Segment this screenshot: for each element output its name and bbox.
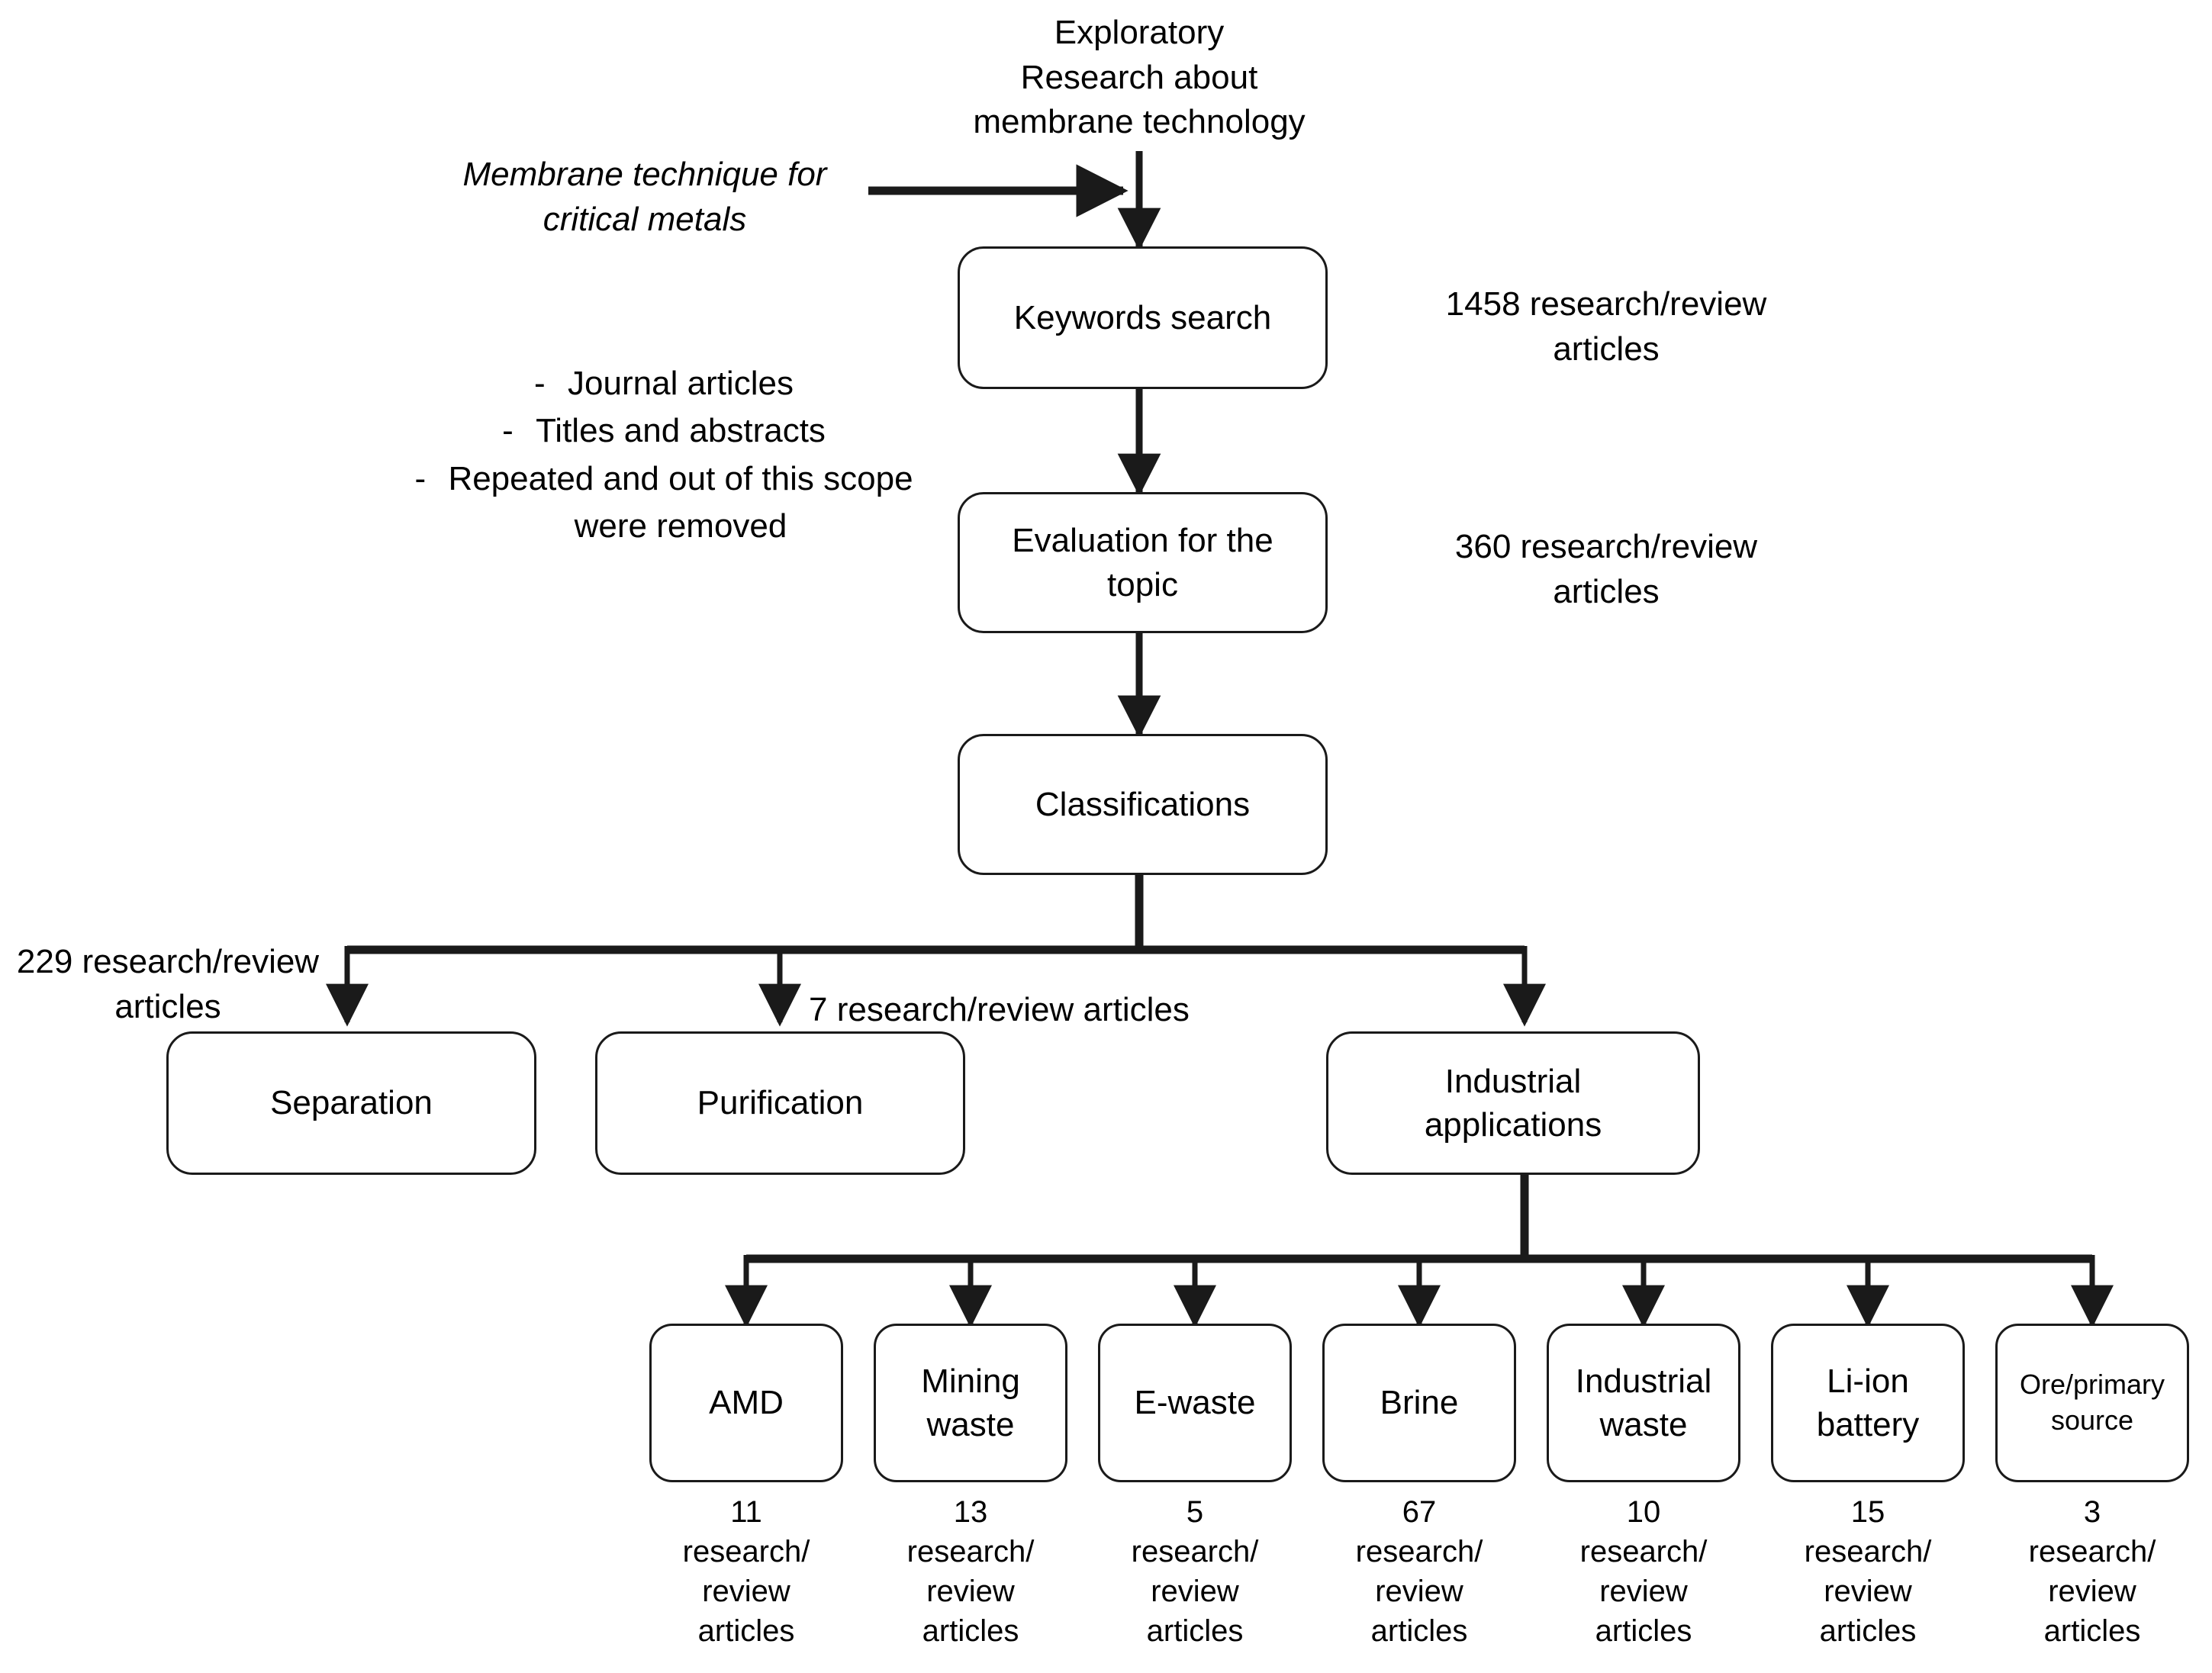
node-e-waste[interactable]: E-waste	[1098, 1324, 1292, 1482]
count-e-waste: 5 research/ review articles	[1131, 1495, 1259, 1648]
node-brine[interactable]: Brine	[1322, 1324, 1516, 1482]
count-brine: 67 research/ review articles	[1355, 1495, 1483, 1648]
diagram-title: Exploratory Research about membrane tech…	[973, 14, 1306, 141]
node-ore-primary-source-label: Ore/primary source	[2019, 1369, 2165, 1436]
node-amd-label: AMD	[709, 1384, 784, 1422]
node-industrial-waste-label: Industrial waste	[1575, 1362, 1712, 1443]
criteria-item: - Titles and abstracts	[382, 407, 946, 455]
count-separation: 229 research/review articles	[16, 943, 320, 1025]
node-brine-label: Brine	[1380, 1384, 1459, 1422]
node-keywords-search[interactable]: Keywords search	[958, 246, 1328, 389]
count-evaluation-for-the-topic: 360 research/review articles	[1454, 528, 1758, 610]
count-keywords-search: 1458 research/review articles	[1445, 285, 1767, 368]
count-mining-waste: 13 research/ review articles	[906, 1495, 1035, 1648]
node-li-ion-battery-label: Li-ion battery	[1816, 1362, 1920, 1443]
count-purification: 7 research/review articles	[809, 991, 1190, 1028]
node-e-waste-label: E-waste	[1134, 1384, 1256, 1422]
node-keywords-search-label: Keywords search	[1013, 298, 1272, 336]
bullet-dash-icon: -	[414, 459, 427, 497]
bullet-dash-icon: -	[534, 365, 546, 402]
criteria-item: - Repeated and out of this scope were re…	[382, 455, 946, 551]
node-industrial-applications-label: Industrial applications	[1424, 1062, 1602, 1144]
node-evaluation-for-the-topic-label: Evaluation for the topic	[1012, 522, 1273, 603]
node-evaluation-for-the-topic[interactable]: Evaluation for the topic	[958, 492, 1328, 633]
node-amd[interactable]: AMD	[649, 1324, 843, 1482]
node-separation-label: Separation	[270, 1084, 433, 1122]
node-purification[interactable]: Purification	[595, 1031, 965, 1175]
node-mining-waste-label: Mining waste	[921, 1362, 1020, 1443]
side-note-membrane-technique: Membrane technique for critical metals	[462, 156, 827, 238]
criteria-item-label: Repeated and out of this scope were remo…	[448, 459, 913, 545]
bullet-dash-icon: -	[502, 412, 514, 450]
node-separation[interactable]: Separation	[166, 1031, 536, 1175]
node-ore-primary-source[interactable]: Ore/primary source	[1995, 1324, 2189, 1482]
node-li-ion-battery[interactable]: Li-ion battery	[1771, 1324, 1965, 1482]
criteria-item-label: Journal articles	[568, 365, 794, 402]
node-classifications[interactable]: Classifications	[958, 734, 1328, 875]
count-industrial-waste: 10 research/ review articles	[1579, 1495, 1708, 1648]
node-industrial-applications[interactable]: Industrial applications	[1326, 1031, 1700, 1175]
node-mining-waste[interactable]: Mining waste	[874, 1324, 1067, 1482]
node-classifications-label: Classifications	[1035, 785, 1251, 823]
count-li-ion-battery: 15 research/ review articles	[1804, 1495, 1932, 1648]
node-purification-label: Purification	[697, 1084, 864, 1122]
criteria-item: - Journal articles	[382, 360, 946, 407]
count-ore-primary-source: 3 research/ review articles	[2028, 1495, 2156, 1648]
node-industrial-waste[interactable]: Industrial waste	[1547, 1324, 1740, 1482]
criteria-list: - Journal articles - Titles and abstract…	[382, 360, 946, 551]
count-amd: 11 research/ review articles	[682, 1495, 810, 1648]
criteria-item-label: Titles and abstracts	[536, 412, 826, 450]
